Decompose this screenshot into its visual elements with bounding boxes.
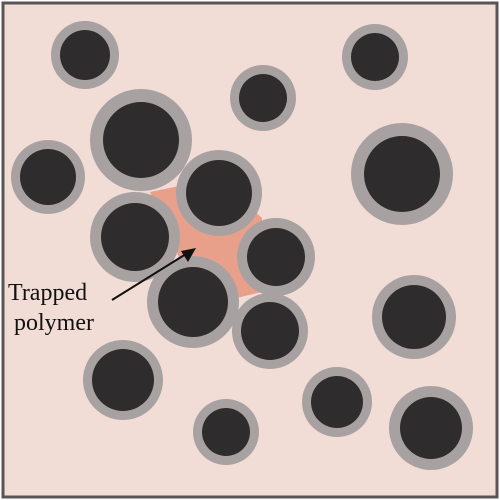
particle-core [103, 102, 179, 178]
particle-core [247, 228, 305, 286]
particle [342, 24, 408, 90]
particle [11, 140, 85, 214]
particle-core [158, 267, 228, 337]
particle [147, 256, 239, 348]
particles-group [11, 21, 473, 470]
particle [230, 65, 296, 131]
particle-core [311, 376, 363, 428]
particle [193, 399, 259, 465]
particle [389, 386, 473, 470]
particle-core [239, 74, 287, 122]
particle [302, 367, 372, 437]
particle-core [186, 160, 252, 226]
particle [351, 123, 453, 225]
particle-core [382, 285, 446, 349]
annotation-line-2: polymer [14, 310, 94, 336]
particle-core [20, 149, 76, 205]
particle [83, 340, 163, 420]
particle-core [92, 349, 154, 411]
annotation-group: Trapped polymer [8, 248, 196, 336]
annotation-line-1: Trapped [8, 280, 87, 306]
particle [51, 21, 119, 89]
particle [372, 275, 456, 359]
particle-core [101, 203, 169, 271]
particle [232, 293, 308, 369]
particle-core [60, 30, 110, 80]
particle [90, 192, 180, 282]
particle-core [364, 136, 440, 212]
annotation-arrow [111, 253, 187, 301]
particle-core [351, 33, 399, 81]
particle-core [400, 397, 462, 459]
particle-core [241, 302, 299, 360]
particle [176, 150, 262, 236]
particle-core [202, 408, 250, 456]
annotation-arrow-head [181, 248, 196, 262]
particle [237, 218, 315, 296]
particle [90, 89, 192, 191]
